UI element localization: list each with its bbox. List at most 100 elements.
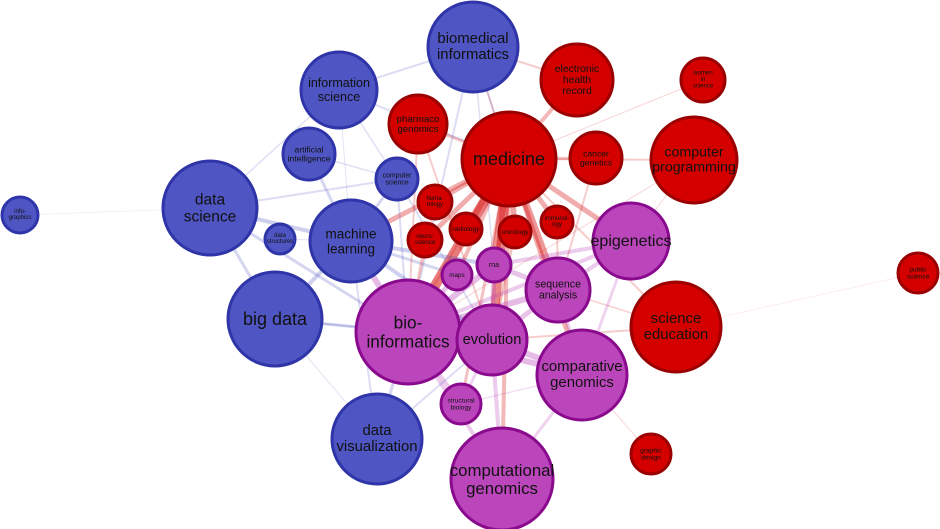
node-label: info-graphics — [9, 209, 32, 221]
node-label-line: visualization — [336, 439, 417, 455]
node-label-line: immunol- — [545, 216, 570, 222]
node-label-line: genomics — [550, 375, 614, 391]
node-label-line: science — [651, 311, 702, 327]
node-label-line: oncology — [502, 229, 529, 236]
node-label-line: info- — [14, 209, 26, 215]
node-label: hema-tology — [426, 196, 443, 208]
node-label-line: programming — [652, 160, 736, 176]
node-label-line: science — [318, 90, 360, 104]
node-label-line: genomics — [397, 124, 438, 135]
node-label-line: intelligence — [288, 154, 331, 164]
node-label-line: health — [563, 75, 592, 86]
node-hematology[interactable]: hema-tology — [416, 183, 454, 221]
node-circle — [568, 130, 624, 186]
node-label-line: electronic — [555, 63, 599, 74]
node-infographics[interactable]: info-graphics — [0, 195, 40, 235]
node-epigenetics[interactable]: epigenetics — [591, 201, 672, 281]
node-label-line: evolution — [463, 332, 522, 348]
node-label-line: record — [562, 86, 592, 97]
node-circle — [374, 156, 420, 202]
node-circle — [281, 126, 337, 182]
node-circle — [439, 382, 483, 426]
node-circle — [539, 204, 575, 240]
node-circle — [449, 426, 555, 529]
node-circle — [591, 201, 671, 281]
node-label-line: artificial — [294, 144, 323, 154]
node-bioinformatics[interactable]: bio-informatics — [354, 278, 462, 386]
node-label-line: graphics — [9, 215, 32, 221]
node-label-line: science — [385, 179, 409, 186]
node-radiology[interactable]: radiology — [448, 211, 484, 247]
node-label-line: education — [644, 327, 709, 343]
node-immunology[interactable]: immunol-ogy — [539, 204, 575, 240]
node-circle — [416, 183, 454, 221]
node-circle — [440, 258, 474, 292]
node-big-data[interactable]: big data — [226, 270, 324, 368]
node-circle — [475, 246, 513, 284]
node-circle — [406, 221, 444, 259]
node-label-line: genomics — [466, 479, 538, 498]
node-label-line: radiology — [452, 226, 480, 233]
node-label-line: computational — [450, 460, 554, 479]
node-evolution[interactable]: evolution — [455, 303, 529, 377]
node-label: neuro-science — [415, 234, 436, 246]
node-label-line: science — [415, 240, 436, 246]
node-neuroscience[interactable]: neuro-science — [406, 221, 444, 259]
node-medicine[interactable]: medicine — [460, 110, 558, 208]
node-label-line: structures — [267, 239, 293, 245]
node-label-line: data — [195, 191, 226, 208]
node-label-line: informatics — [366, 331, 449, 351]
node-rna[interactable]: rna — [475, 246, 513, 284]
node-label-line: neuro- — [416, 234, 433, 240]
node-label-line: pharmaco — [397, 113, 440, 124]
node-label-line: design — [641, 454, 661, 461]
node-maps[interactable]: maps — [440, 258, 474, 292]
node-label-line: tology — [427, 202, 443, 208]
node-label-line: information — [308, 76, 370, 90]
node-label-line: sequence — [535, 278, 581, 290]
node-circle — [896, 251, 940, 295]
node-label: evolution — [463, 332, 522, 348]
node-label: big data — [243, 309, 308, 329]
node-circle — [629, 432, 673, 476]
node-label-line: data — [363, 423, 393, 439]
node-label-line: genetics — [580, 158, 612, 168]
node-label-line: science — [184, 208, 237, 225]
node-circle — [426, 0, 520, 94]
node-label-line: learning — [327, 241, 375, 256]
node-oncology[interactable]: oncology — [497, 214, 533, 250]
node-label-line: science — [907, 273, 930, 280]
node-circle — [679, 56, 727, 104]
node-label: bio-informatics — [366, 313, 449, 352]
